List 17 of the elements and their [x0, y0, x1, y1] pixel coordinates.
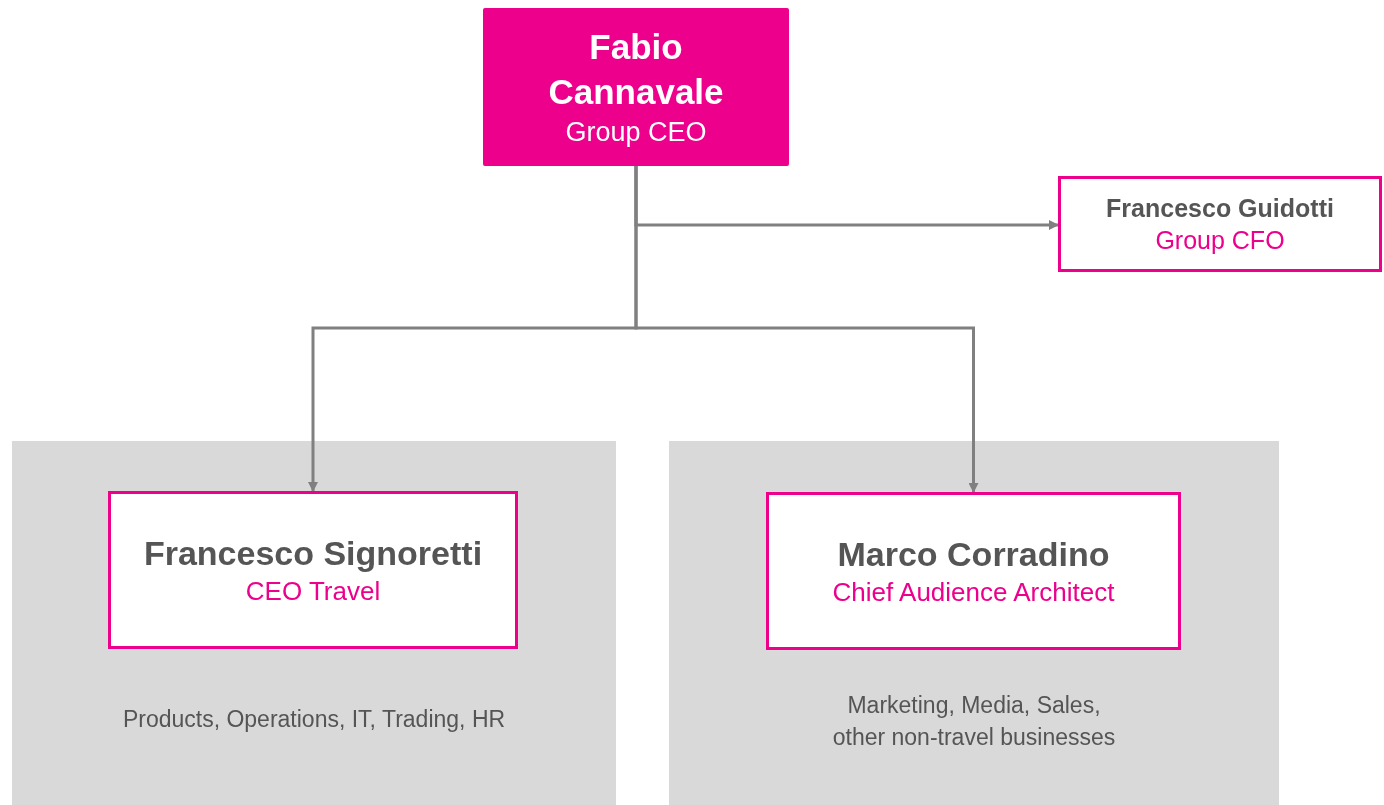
connector-arrow: [634, 166, 979, 493]
person-name: Francesco Signoretti: [143, 533, 483, 574]
person-box: [1058, 176, 1382, 272]
person-name: Fabio Cannavale: [547, 25, 725, 114]
job-title: Group CFO: [1155, 225, 1285, 256]
person-box: [108, 491, 518, 649]
division-description: Marketing, Media, Sales, other non-travel businesses: [831, 691, 1117, 753]
ceo-box: [483, 8, 789, 166]
job-title: CEO Travel: [245, 575, 381, 609]
job-title: Chief Audience Architect: [832, 576, 1115, 610]
person-name: Francesco Guidotti: [1106, 192, 1334, 224]
division-panel: [669, 441, 1279, 805]
division-description: Products, Operations, IT, Trading, HR: [121, 705, 507, 734]
person-name: Marco Corradino: [837, 534, 1110, 575]
person-box: [766, 492, 1181, 650]
job-title: Group CEO: [565, 115, 707, 149]
division-panel: [12, 441, 616, 805]
